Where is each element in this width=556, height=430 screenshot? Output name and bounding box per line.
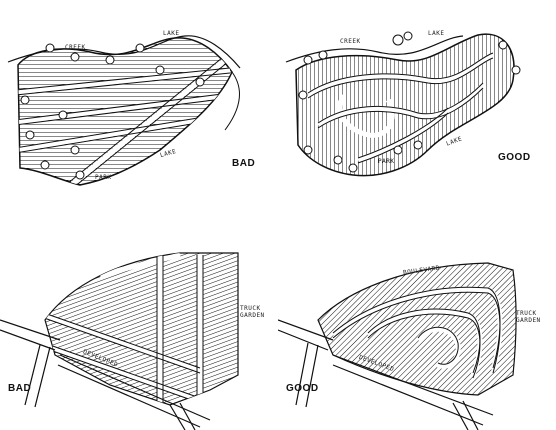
panel-top-right-good: CREEK LAKE LAKE PARK GOOD xyxy=(278,0,556,215)
panel-bottom-right-good: BOULEVARD TRUCK GARDEN DEVELOPED GOOD xyxy=(278,215,556,430)
verdict-label: GOOD xyxy=(286,383,319,394)
plan-map-curvilinear-garden xyxy=(278,262,517,430)
plan-map-grid-garden xyxy=(0,252,239,430)
subdivision-area xyxy=(295,33,515,177)
plan-map-curvilinear-lake xyxy=(285,31,521,177)
tree-icons xyxy=(20,43,205,180)
developed-roads xyxy=(0,319,211,430)
panel-bottom-left-bad: TRUCK GARDEN DEVELOPED BAD xyxy=(0,215,278,430)
developed-roads xyxy=(278,319,494,430)
label-lake-top: LAKE xyxy=(428,30,445,37)
verdict-label: GOOD xyxy=(498,152,531,163)
label-creek: CREEK xyxy=(340,38,361,45)
verdict-label: BAD xyxy=(8,383,32,394)
label-park: PARK xyxy=(95,174,112,181)
label-truck-garden: TRUCK GARDEN xyxy=(240,305,265,319)
tree-icons xyxy=(298,31,521,173)
label-park: PARK xyxy=(378,158,395,165)
label-creek: CREEK xyxy=(65,44,86,51)
panel-top-left-bad: CREEK LAKE LAKE PARK BAD xyxy=(0,0,278,215)
label-truck-garden: TRUCK GARDEN xyxy=(516,310,541,324)
verdict-label: BAD xyxy=(232,158,256,169)
plan-map-grid-lake xyxy=(7,35,241,186)
label-lake-top: LAKE xyxy=(163,30,180,37)
